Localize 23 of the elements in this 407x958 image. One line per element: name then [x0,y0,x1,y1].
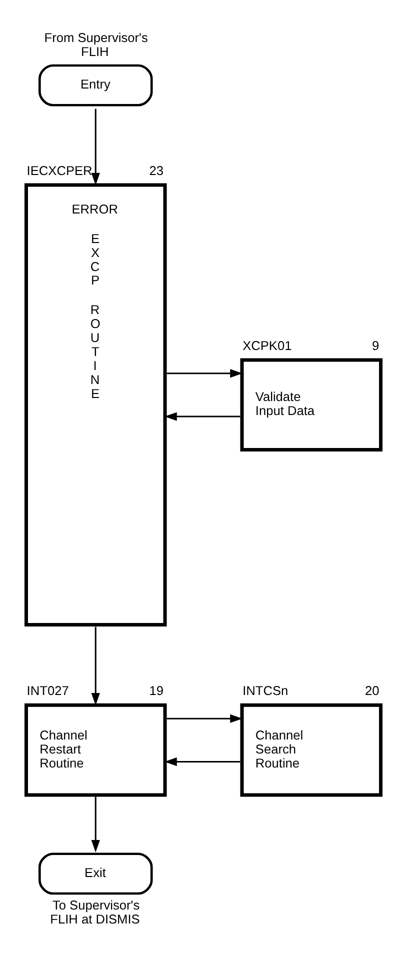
node-label: IECXCPER [26,162,92,178]
arrow [91,626,100,705]
node-box: Channel Search Routine [240,702,383,796]
node-box: Exit [38,852,153,894]
arrow [164,756,240,766]
node-label: 23 [149,162,164,178]
node-box: Validate Input Data [240,358,383,451]
node-label: INTCSn [242,682,288,698]
node-label: To Supervisor's FLIH at DISMIS [50,897,140,926]
node-label: INT027 [26,682,69,698]
node-box: ERROR EXCP ROUTINE [24,182,167,626]
node-label: XCPK01 [242,337,292,352]
arrow [91,796,100,852]
arrow [164,412,240,420]
node-label: 20 [365,682,380,698]
arrow [91,108,100,185]
node-label: 19 [149,682,164,698]
node-label: 9 [372,337,380,352]
node-label: From Supervisor's FLIH [44,29,148,58]
arrow [166,714,242,722]
arrow [166,368,242,378]
node-box: Entry [38,64,153,106]
node-box: Channel Restart Routine [24,702,167,796]
